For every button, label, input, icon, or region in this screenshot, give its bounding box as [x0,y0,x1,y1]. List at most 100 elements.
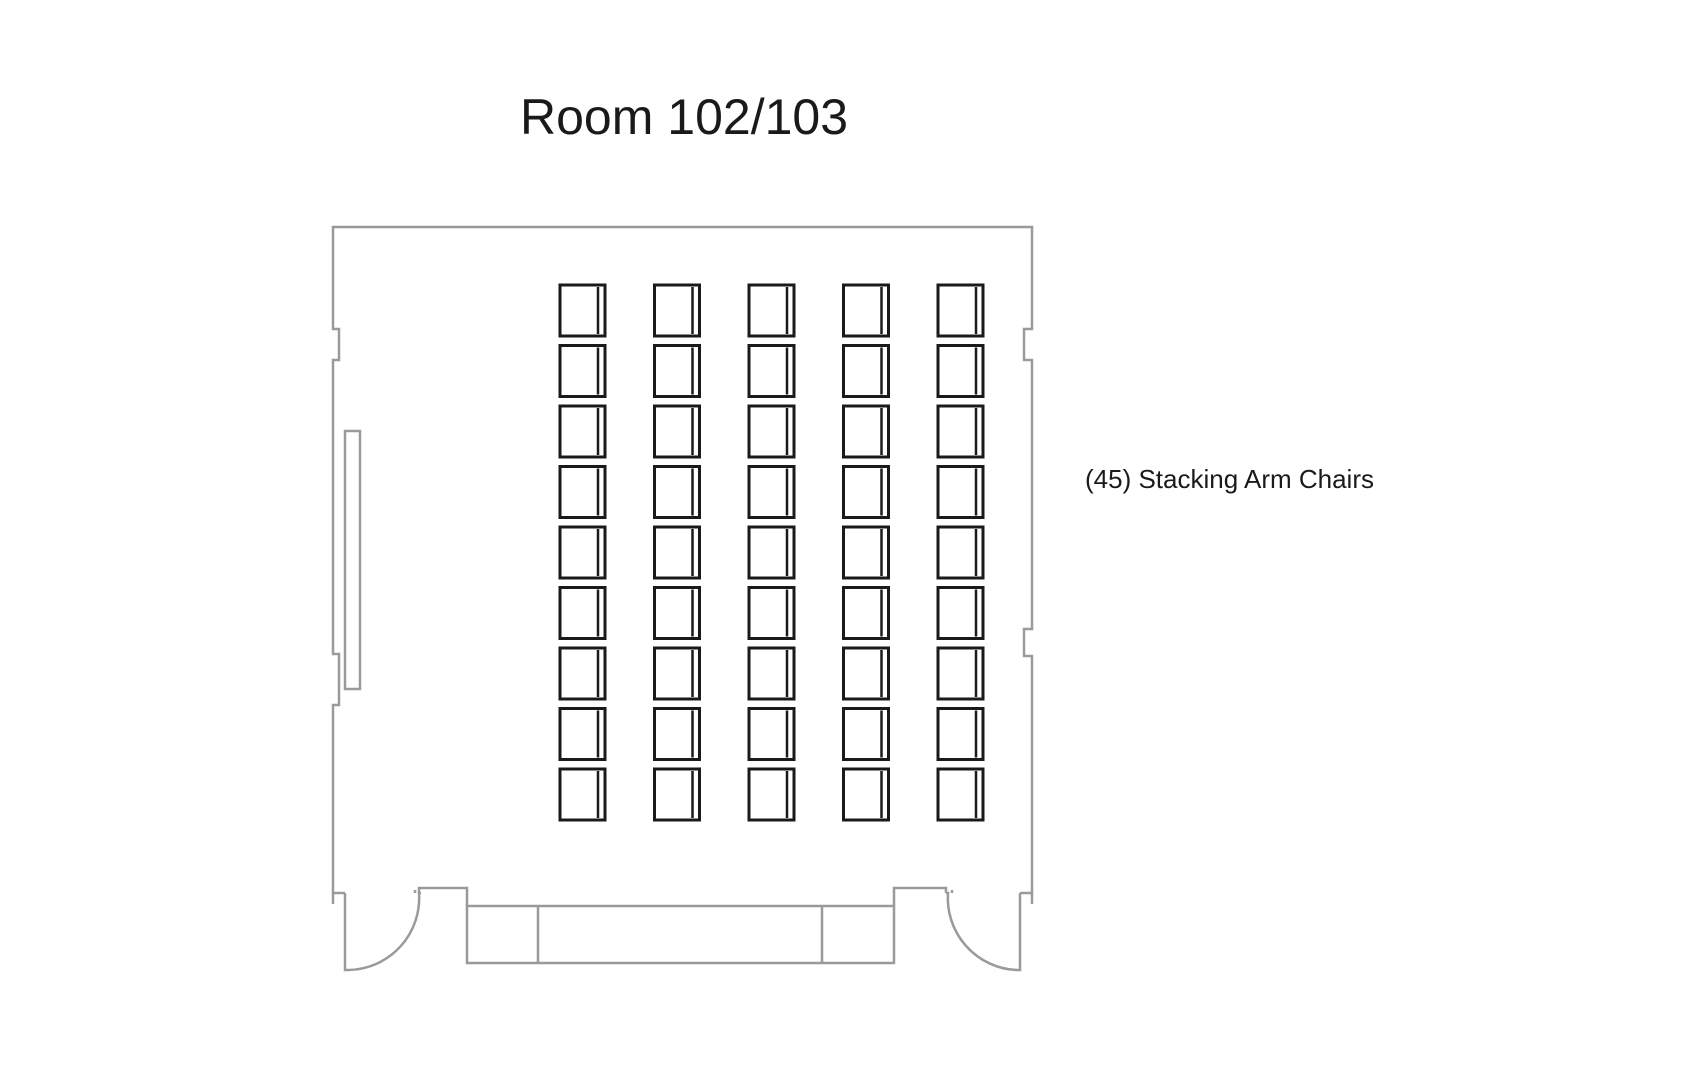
chair [842,283,890,338]
chair-seat [653,404,701,459]
chair-seat [842,404,890,459]
chair [653,586,701,640]
chair [558,404,607,459]
chair [936,283,985,338]
chair [936,404,985,459]
chair-seat [558,465,607,519]
chair-seat [747,344,796,398]
chair-seat [842,646,890,701]
chair [747,404,796,459]
chair-seat [842,283,890,338]
chair [653,344,701,398]
chair-seat [747,707,796,761]
chair [747,767,796,822]
chair [747,586,796,640]
chair [842,465,890,519]
chair-seat [653,344,701,398]
chair-seat [747,404,796,459]
chair-seat [842,586,890,640]
chair-seat [558,646,607,701]
door-swing-left [348,891,421,972]
chair-grid [558,283,985,822]
chair-seat [653,707,701,761]
chair [558,767,607,822]
chair [653,646,701,701]
chair [558,465,607,519]
chair-seat [558,283,607,338]
chair [558,525,607,580]
chair [936,707,985,761]
chair-seat [653,767,701,822]
chair-seat [936,404,985,459]
chair-seat [936,586,985,640]
chair-seat [653,586,701,640]
chair [842,344,890,398]
chair-seat [842,707,890,761]
chair-seat [842,767,890,822]
chair [558,646,607,701]
bottom-alcove [465,904,896,965]
chair-seat [747,586,796,640]
chair-seat [653,283,701,338]
chair [558,707,607,761]
door-swing-right [946,891,1017,972]
chair-seat [747,283,796,338]
chair-seat [558,525,607,580]
chair [936,465,985,519]
chair [558,586,607,640]
chair-seat [558,404,607,459]
chair-seat [936,283,985,338]
chair-seat [558,344,607,398]
chair [747,646,796,701]
door-jamb-right [892,886,954,906]
chair [936,344,985,398]
chair-seat [747,525,796,580]
room-wall-outline [331,225,1034,895]
chair-seat [936,707,985,761]
chair-seat [653,646,701,701]
chair [936,646,985,701]
chair-seat [653,525,701,580]
chair [653,525,701,580]
chair-seat [558,586,607,640]
chair-seat [936,646,985,701]
chair-seat [842,344,890,398]
bottom-left-wall [331,893,349,972]
partition-panel [343,429,362,691]
chair [653,283,701,338]
chair-seat [558,707,607,761]
chair-seat [936,344,985,398]
chair [747,525,796,580]
chair-seat [653,465,701,519]
chair-seat [842,525,890,580]
chair-seat [936,525,985,580]
chair [747,283,796,338]
chair-count-label: (45) Stacking Arm Chairs [1085,464,1374,494]
chair [653,767,701,822]
chair-seat [747,767,796,822]
chair [842,586,890,640]
bottom-right-wall [1016,893,1034,972]
door-jamb-left [413,886,469,906]
room-title: Room 102/103 [520,89,849,145]
chair-seat [747,465,796,519]
chair [653,404,701,459]
chair-seat [747,646,796,701]
chair [842,646,890,701]
chair [842,707,890,761]
chair [842,525,890,580]
chair [936,525,985,580]
chair [653,707,701,761]
chair-seat [936,767,985,822]
chair [747,707,796,761]
chair-seat [842,465,890,519]
chair-seat [558,767,607,822]
chair [936,767,985,822]
chair [653,465,701,519]
chair-seat [936,465,985,519]
chair [558,283,607,338]
chair [558,344,607,398]
chair [842,404,890,459]
chair [842,767,890,822]
